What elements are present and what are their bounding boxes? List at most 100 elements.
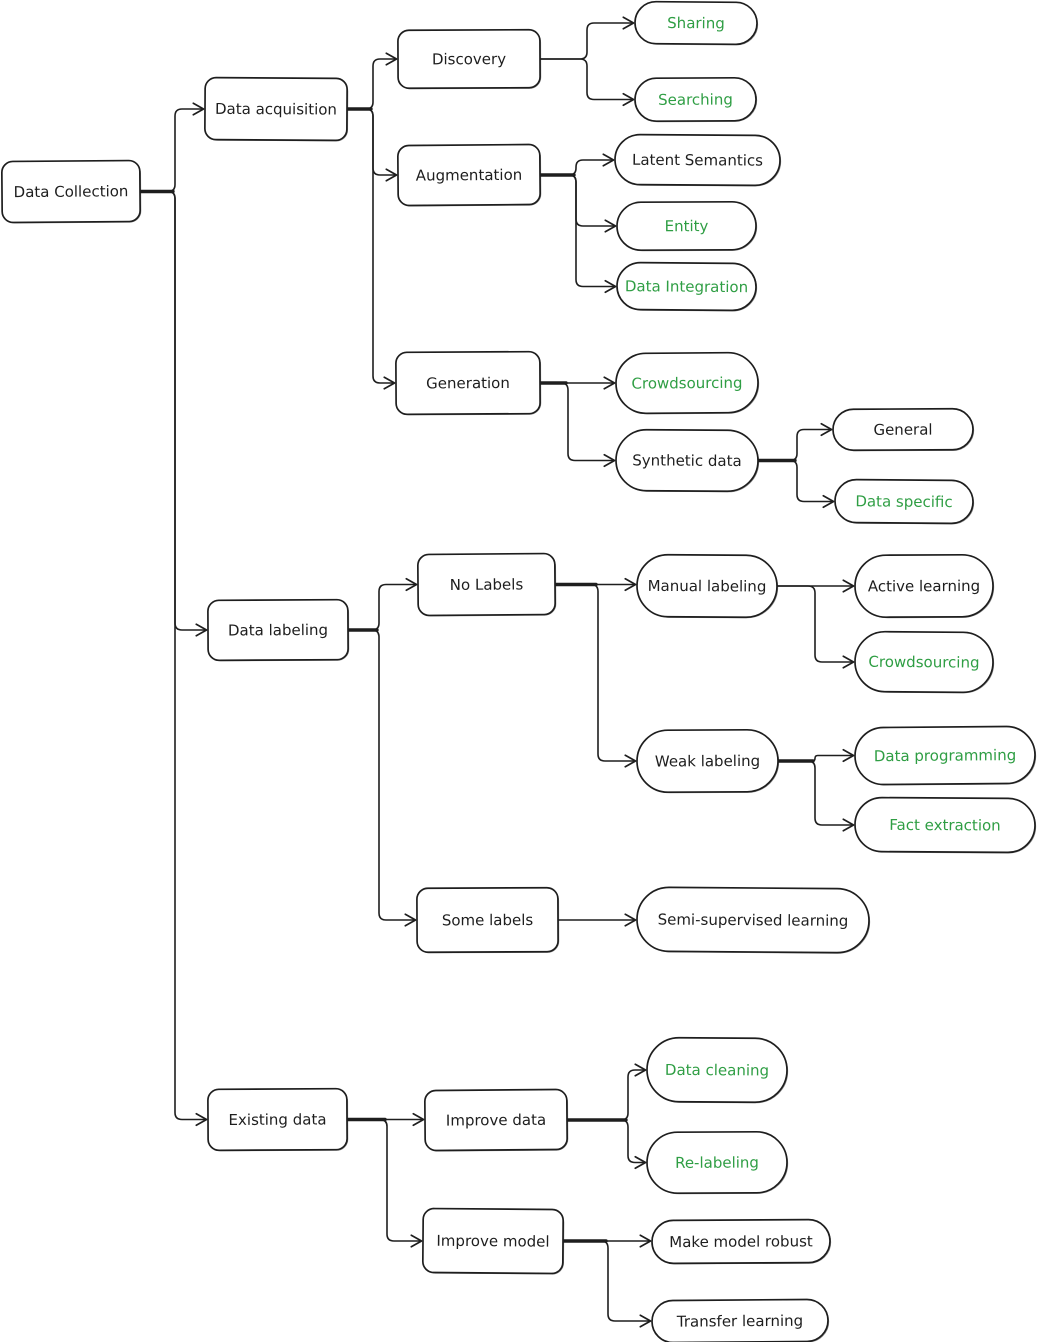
node-label-generation: Generation: [426, 374, 510, 392]
node-outline: [614, 133, 781, 187]
node-label-fact-extraction: Fact extraction: [889, 816, 1001, 835]
node-label-crowdsourcing-label: Crowdsourcing: [868, 653, 979, 672]
node-label-discovery: Discovery: [432, 50, 506, 68]
node-data-collection: Data Collection: [0, 159, 142, 224]
node-outline: [616, 200, 757, 252]
node-latent-semantics: Latent Semantics: [614, 133, 782, 187]
edge-improve-data-to-data-cleaning: [566, 1063, 647, 1121]
node-data-cleaning: Data cleaning: [646, 1036, 789, 1104]
edge-data-collection-to-data-acquisition: [139, 102, 205, 193]
edge-data-acquisition-to-augmentation: [346, 108, 398, 182]
node-label-some-labels: Some labels: [442, 911, 534, 929]
node-transfer-learning: Transfer learning: [651, 1298, 830, 1342]
node-label-general: General: [873, 421, 932, 439]
node-label-entity: Entity: [665, 217, 709, 235]
node-label-data-programming: Data programming: [874, 746, 1017, 765]
node-label-make-model-robust: Make model robust: [669, 1232, 813, 1251]
node-active-learning: Active learning: [854, 553, 995, 619]
node-data-labeling: Data labeling: [207, 598, 350, 662]
edge-discovery-to-searching: [539, 58, 635, 107]
node-crowdsourcing-label: Crowdsourcing: [854, 630, 995, 694]
node-outline: [416, 886, 559, 954]
edge-synthetic-data-to-general: [757, 422, 833, 462]
node-some-labels: Some labels: [416, 886, 560, 954]
node-label-improve-model: Improve model: [436, 1232, 549, 1251]
node-label-active-learning: Active learning: [868, 577, 980, 595]
node-label-data-collection: Data Collection: [14, 182, 129, 201]
node-data-specific: Data specific: [834, 478, 975, 525]
edge-generation-to-synthetic-data: [539, 382, 616, 468]
node-make-model-robust: Make model robust: [651, 1218, 832, 1265]
edge-augmentation-to-entity: [539, 174, 617, 233]
node-outline: [832, 407, 974, 452]
edge-improve-model-to-transfer-learning: [562, 1240, 652, 1328]
edge-data-acquisition-to-discovery: [346, 52, 398, 110]
node-data-programming: Data programming: [854, 725, 1037, 786]
node-label-augmentation: Augmentation: [416, 166, 523, 185]
node-outline: [207, 598, 349, 662]
node-outline: [854, 630, 994, 694]
node-data-integration: Data Integration: [616, 261, 758, 312]
edge-existing-data-to-improve-model: [346, 1118, 423, 1248]
node-outline: [854, 553, 994, 619]
node-label-sharing: Sharing: [667, 14, 725, 32]
edge-data-labeling-to-some-labels: [347, 629, 417, 927]
edge-manual-labeling-to-crowdsourcing-label: [776, 585, 855, 669]
node-outline: [421, 1207, 565, 1275]
node-entity: Entity: [616, 200, 758, 252]
node-outline: [416, 552, 557, 617]
node-augmentation: Augmentation: [397, 143, 542, 207]
node-searching: Searching: [634, 76, 758, 123]
node-existing-data: Existing data: [207, 1087, 349, 1152]
node-outline: [854, 725, 1036, 786]
edge-discovery-to-sharing: [539, 16, 635, 60]
node-label-data-acquisition: Data acquisition: [215, 100, 337, 119]
node-label-semi-supervised: Semi-supervised learning: [658, 910, 849, 929]
node-label-data-specific: Data specific: [855, 492, 952, 511]
node-generation: Generation: [395, 350, 542, 416]
node-general: General: [832, 407, 975, 452]
node-outline: [634, 76, 757, 123]
node-no-labels: No Labels: [416, 552, 557, 617]
edge-weak-labeling-to-fact-extraction: [777, 760, 855, 832]
node-label-transfer-learning: Transfer learning: [676, 1312, 803, 1331]
node-outline: [854, 796, 1036, 854]
node-label-data-cleaning: Data cleaning: [665, 1061, 769, 1080]
node-outline: [646, 1036, 788, 1104]
edge-no-labels-to-weak-labeling: [554, 583, 637, 768]
node-label-improve-data: Improve data: [446, 1111, 546, 1130]
node-label-existing-data: Existing data: [228, 1110, 326, 1129]
node-outline: [834, 478, 974, 525]
node-outline: [204, 76, 348, 142]
node-outline: [207, 1087, 348, 1152]
node-outline: [636, 728, 779, 794]
node-crowdsourcing-gen: Crowdsourcing: [615, 351, 760, 415]
edge-data-labeling-to-no-labels: [347, 577, 418, 631]
edge-synthetic-data-to-data-specific: [757, 459, 835, 509]
edge-augmentation-to-latent-semantics: [539, 153, 615, 176]
node-outline: [615, 351, 759, 415]
node-outline: [646, 1130, 788, 1195]
node-fact-extraction: Fact extraction: [854, 796, 1037, 854]
node-weak-labeling: Weak labeling: [636, 728, 780, 794]
node-re-labeling: Re-labeling: [646, 1130, 789, 1195]
node-label-crowdsourcing-gen: Crowdsourcing: [631, 374, 742, 393]
edge-data-collection-to-data-labeling: [139, 190, 208, 637]
node-manual-labeling: Manual labeling: [636, 553, 779, 619]
node-label-manual-labeling: Manual labeling: [648, 577, 767, 596]
node-semi-supervised: Semi-supervised learning: [636, 886, 871, 954]
node-label-searching: Searching: [658, 91, 733, 109]
edge-weak-labeling-to-data-programming: [777, 748, 855, 763]
node-improve-model: Improve model: [421, 1207, 565, 1275]
edge-data-collection-to-existing-data: [139, 190, 208, 1127]
node-outline: [395, 350, 541, 416]
node-synthetic-data: Synthetic data: [615, 428, 760, 493]
node-label-data-integration: Data Integration: [625, 277, 748, 296]
node-outline: [634, 0, 758, 46]
node-outline: [424, 1088, 568, 1152]
node-discovery: Discovery: [397, 28, 542, 90]
node-outline: [0, 159, 142, 224]
edge-improve-data-to-re-labeling: [566, 1119, 647, 1170]
